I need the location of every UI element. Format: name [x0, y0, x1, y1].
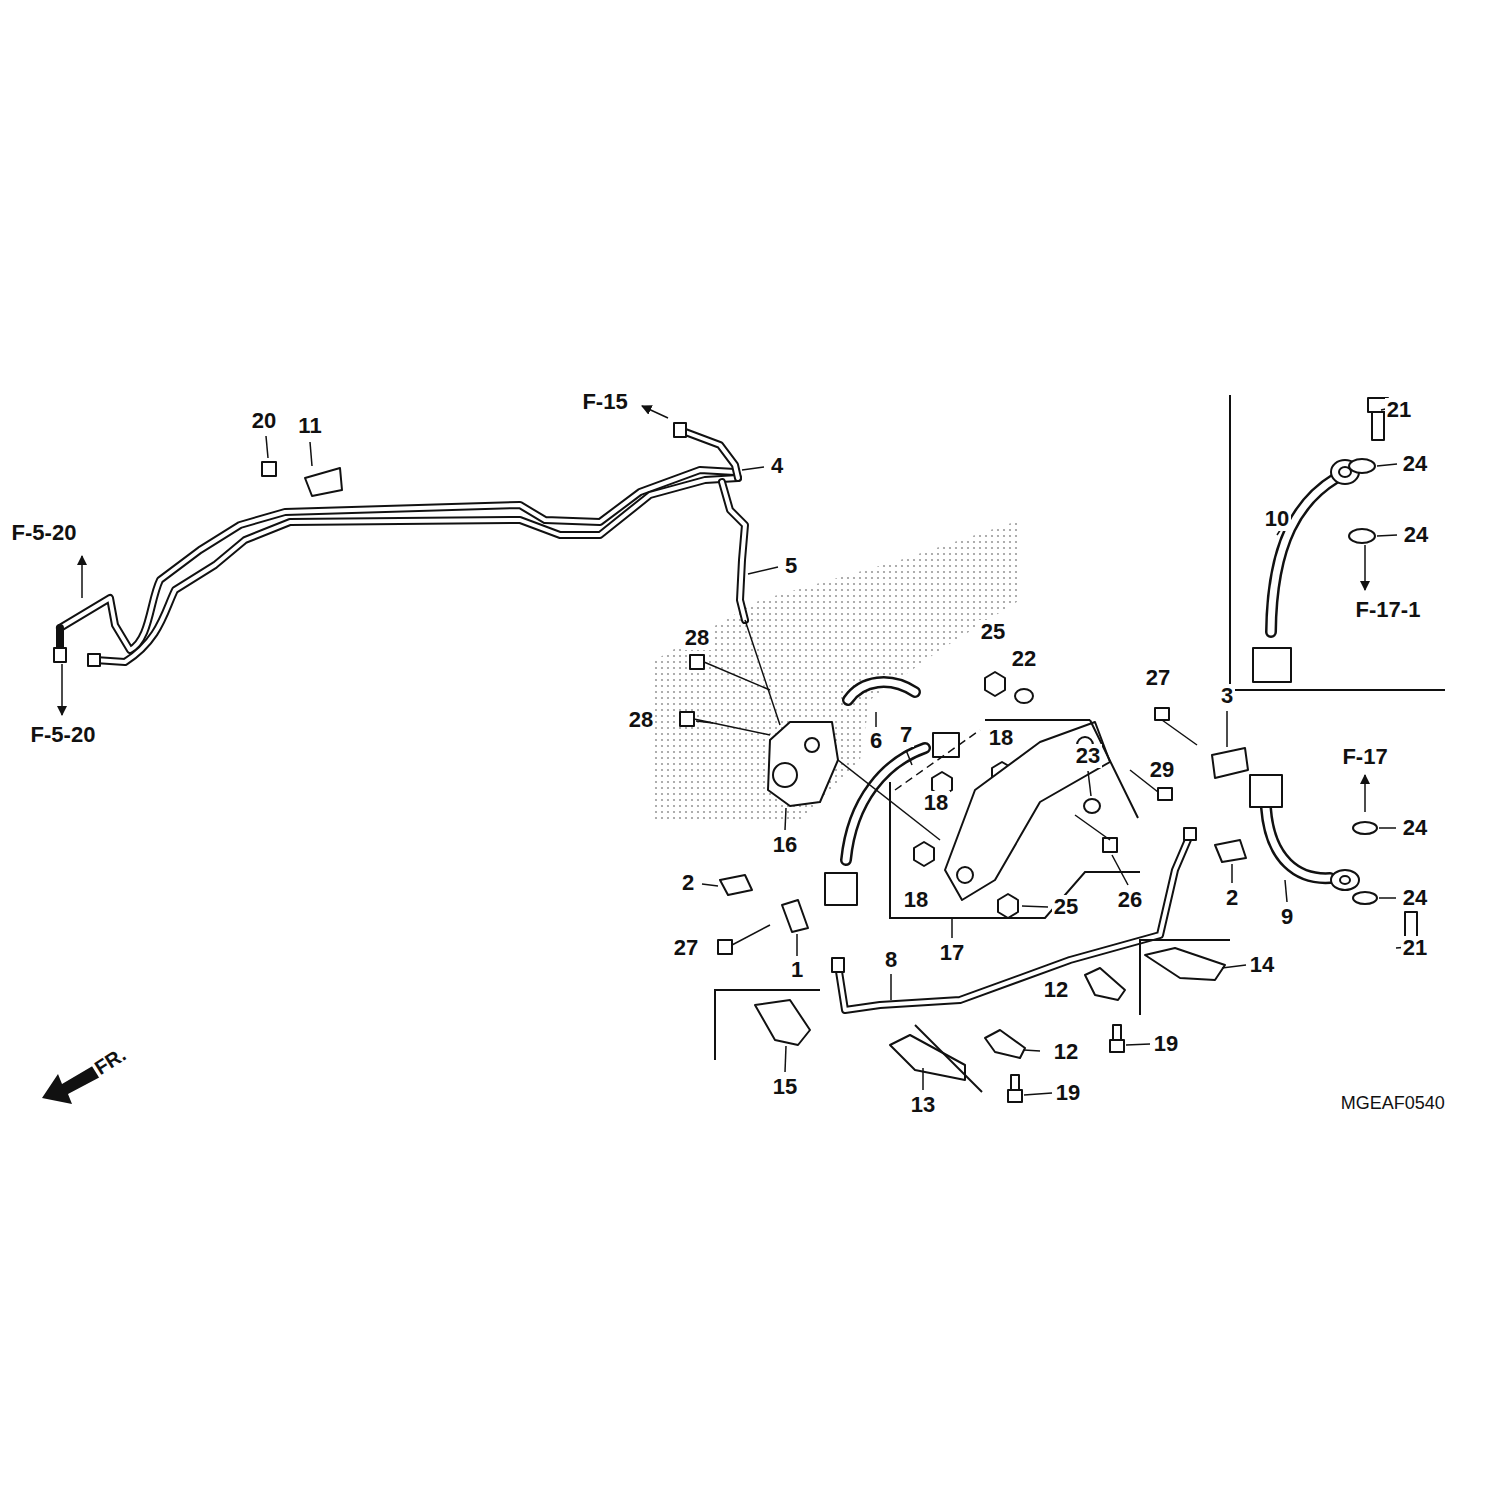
reference-label: F-17 — [1340, 745, 1389, 769]
reference-label: F-5-20 — [10, 521, 79, 545]
callout-number: 28 — [627, 708, 655, 732]
callout-number: 24 — [1401, 886, 1429, 910]
callout-number: 25 — [979, 620, 1007, 644]
leader-lines — [266, 408, 1422, 1095]
callout-number: 27 — [672, 936, 700, 960]
callout-number: 2 — [680, 871, 696, 895]
callout-number: 28 — [683, 626, 711, 650]
reference-label: F-17-1 — [1354, 598, 1423, 622]
callout-number: 9 — [1279, 905, 1295, 929]
drawing-code: MGEAF0540 — [1339, 1093, 1447, 1113]
callout-number: 3 — [1219, 684, 1235, 708]
callout-number: 24 — [1401, 816, 1429, 840]
callout-number: 20 — [250, 409, 278, 433]
callout-number: 18 — [922, 791, 950, 815]
callout-number: 22 — [1010, 647, 1038, 671]
callout-number: 5 — [783, 554, 799, 578]
callout-number: 24 — [1401, 452, 1429, 476]
reference-arrows — [42, 406, 1365, 1104]
callout-number: 16 — [771, 833, 799, 857]
clamps — [305, 468, 1248, 1080]
direction-label: FR. — [89, 1042, 131, 1080]
callout-number: 21 — [1401, 936, 1429, 960]
callout-number: 29 — [1148, 758, 1176, 782]
callout-number: 26 — [1116, 888, 1144, 912]
bolts — [262, 398, 1420, 1102]
callout-number: 1 — [789, 958, 805, 982]
brake-pipes — [54, 423, 1196, 1010]
nuts-washers — [914, 459, 1377, 918]
callout-number: 2 — [1224, 886, 1240, 910]
callout-number: 12 — [1052, 1040, 1080, 1064]
callout-number: 10 — [1263, 507, 1291, 531]
callout-number: 18 — [987, 726, 1015, 750]
callout-number: 6 — [868, 729, 884, 753]
callout-number: 7 — [898, 723, 914, 747]
callout-number: 14 — [1248, 953, 1276, 977]
callout-number: 18 — [902, 888, 930, 912]
group-frames — [715, 395, 1445, 1092]
callout-number: 23 — [1074, 744, 1102, 768]
callout-number: 12 — [1042, 978, 1070, 1002]
callout-number: 27 — [1144, 666, 1172, 690]
reference-label: F-5-20 — [29, 723, 98, 747]
callout-number: 17 — [938, 941, 966, 965]
callout-number: 24 — [1402, 523, 1430, 547]
callout-number: 19 — [1152, 1032, 1180, 1056]
callout-number: 11 — [296, 414, 323, 438]
engine-shading — [655, 520, 1020, 820]
bracket — [890, 720, 1140, 918]
callout-number: 21 — [1385, 398, 1413, 422]
callout-number: 19 — [1054, 1081, 1082, 1105]
callout-number: 25 — [1052, 895, 1080, 919]
reference-label: F-15 — [580, 390, 629, 414]
brake-hoses — [825, 460, 1359, 905]
callout-number: 8 — [883, 948, 899, 972]
callout-number: 4 — [769, 454, 785, 478]
delay-valve — [768, 722, 940, 840]
callout-number: 15 — [771, 1075, 799, 1099]
callout-number: 13 — [909, 1093, 937, 1117]
